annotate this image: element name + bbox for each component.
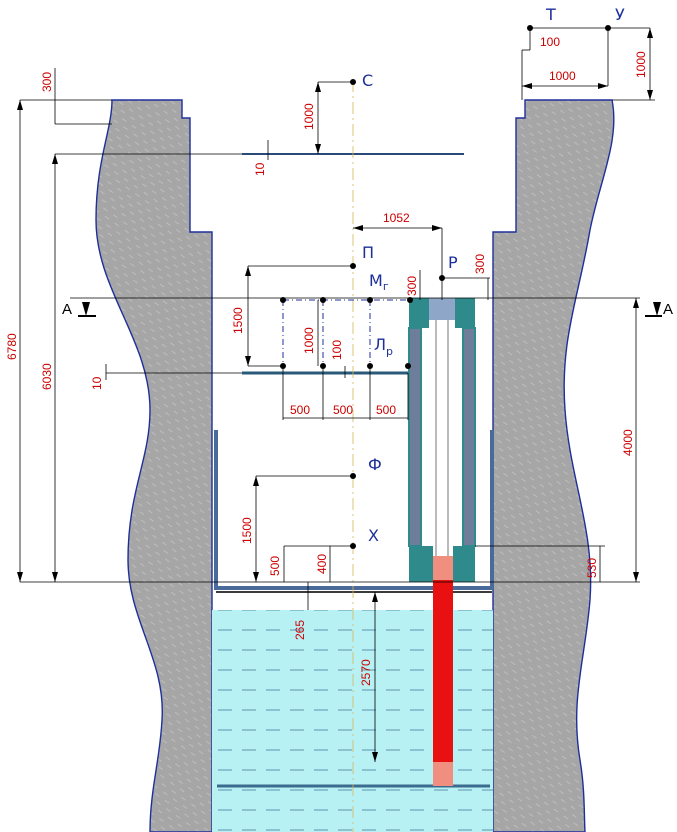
dim-300-m: 300	[405, 276, 419, 296]
dim-1000-c: 1000	[302, 103, 316, 130]
dim-1000-l: 1000	[302, 327, 316, 354]
dim-6030: 6030	[40, 363, 54, 390]
dim-100-l: 100	[330, 340, 344, 360]
point-label-x: Х	[368, 526, 379, 545]
dim-500-3: 500	[376, 403, 396, 417]
dim-300-r: 300	[473, 254, 487, 274]
dim-2570: 2570	[359, 659, 373, 686]
dim-100-t: 100	[540, 35, 560, 49]
dimension-arrows	[17, 28, 653, 762]
dim-1000-u: 1000	[634, 51, 648, 78]
dim-10-top: 10	[253, 162, 267, 176]
dim-265: 265	[293, 620, 307, 640]
dashed-frame	[282, 299, 410, 366]
dim-6780: 6780	[5, 333, 19, 360]
dim-1052: 1052	[383, 211, 410, 225]
point-label-r: Р	[448, 253, 458, 272]
section-mark-right: А	[663, 301, 673, 318]
dim-1000-tu: 1000	[549, 69, 576, 83]
dim-530: 530	[585, 558, 599, 578]
guide-frame	[408, 298, 476, 582]
dim-500-2: 500	[333, 403, 353, 417]
red-rod	[433, 556, 453, 786]
point-label-u: У	[615, 5, 625, 24]
point-label-l: Лр	[374, 335, 393, 358]
point-label-p: П	[362, 243, 374, 262]
point-label-f: Ф	[368, 455, 382, 474]
point-dots	[280, 25, 611, 549]
dim-300-top: 300	[40, 72, 54, 92]
point-label-m: Мг	[369, 271, 389, 293]
right-wall	[492, 99, 615, 832]
dim-1500-p: 1500	[231, 307, 245, 334]
basin-tray	[214, 430, 494, 590]
section-mark-left: А	[62, 301, 72, 318]
dim-400-x: 400	[315, 554, 329, 574]
section-arrow-right	[653, 302, 661, 316]
point-label-t: Т	[545, 5, 556, 24]
dim-500-x: 500	[268, 556, 282, 576]
section-line	[70, 297, 662, 317]
dim-1500-f: 1500	[240, 517, 254, 544]
point-label-c: С	[362, 71, 373, 90]
dim-10-l: 10	[90, 376, 104, 390]
dimension-lines	[19, 27, 655, 762]
section-arrow-left	[82, 302, 90, 316]
dim-500-1: 500	[290, 403, 310, 417]
left-wall	[95, 99, 213, 832]
dim-4000: 4000	[621, 429, 635, 456]
